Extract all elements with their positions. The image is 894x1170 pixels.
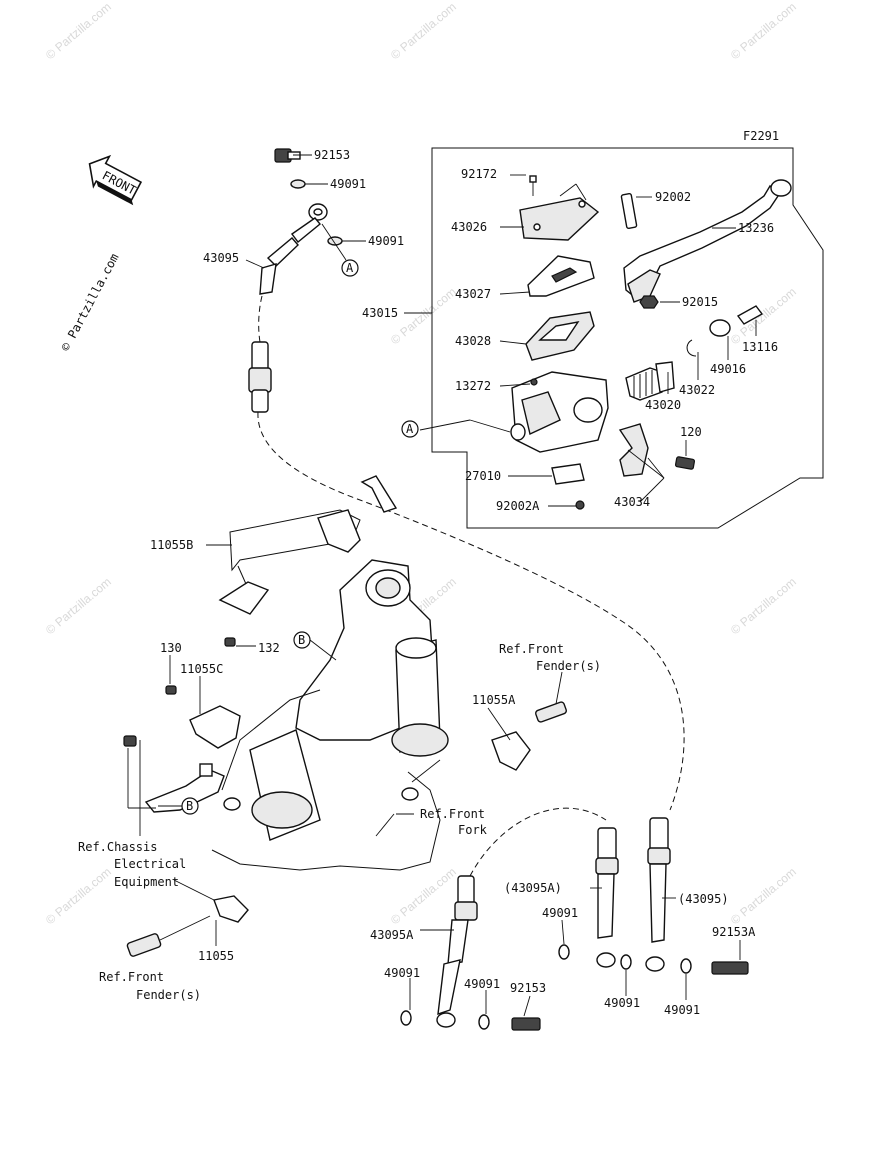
ref-front-fender-bot-line2: Fender(s) [136, 988, 201, 1002]
label-43095A-paren: (43095A) [504, 881, 562, 895]
watermark-1: © Partzilla.com [43, 0, 114, 62]
ref-a-box-text: A [406, 422, 414, 436]
label-11055C: 11055C [180, 662, 223, 676]
label-49091-b: 49091 [368, 234, 404, 248]
label-13272: 13272 [455, 379, 491, 393]
ref-bubble-b-left: B [181, 797, 199, 815]
watermark-2: © Partzilla.com [388, 0, 459, 62]
label-13236: 13236 [738, 221, 774, 235]
label-43034: 43034 [614, 495, 650, 509]
label-43028: 43028 [455, 334, 491, 348]
ref-front-fender-bot-line1: Ref.Front [99, 970, 164, 984]
watermark-8: © Partzilla.com [728, 575, 799, 638]
label-120: 120 [680, 425, 702, 439]
label-49091-a: 49091 [330, 177, 366, 191]
label-43020: 43020 [645, 398, 681, 412]
label-92172: 92172 [461, 167, 497, 181]
label-49091-g: 49091 [664, 1003, 700, 1017]
label-43095A-bl: 43095A [370, 928, 414, 942]
ref-b-fork-text: B [298, 633, 305, 647]
label-92002: 92002 [655, 190, 691, 204]
label-43015: 43015 [362, 306, 398, 320]
master-cylinder-group-outline [431, 147, 824, 529]
leader-lines [127, 154, 757, 1017]
ref-chassis-line2: Electrical [114, 857, 186, 871]
fork-and-handlebar [211, 475, 449, 871]
label-130: 130 [160, 641, 182, 655]
label-11055: 11055 [198, 949, 234, 963]
ref-b-left-text: B [186, 799, 193, 813]
watermark-10: © Partzilla.com [388, 865, 459, 928]
label-43026: 43026 [451, 220, 487, 234]
label-43095-top: 43095 [203, 251, 239, 265]
label-43022: 43022 [679, 383, 715, 397]
label-92015: 92015 [682, 295, 718, 309]
ref-chassis-line1: Ref.Chassis [78, 840, 157, 854]
ref-bubble-a-box: A [401, 420, 419, 438]
part-labels: 92153 49091 49091 43095 43015 92172 4302… [150, 148, 778, 1017]
ref-a-top-text: A [346, 261, 354, 275]
label-43027: 43027 [455, 287, 491, 301]
label-92153-b: 92153 [510, 981, 546, 995]
figure-code: F2291 [743, 129, 779, 143]
ref-front-fender-top-line2: Fender(s) [536, 659, 601, 673]
watermark-11: © Partzilla.com [728, 865, 799, 928]
master-cylinder [510, 175, 792, 510]
reference-notes: Ref.Front Fender(s) Ref.Front Fork Ref.C… [78, 642, 601, 1002]
ref-front-fender-top-line1: Ref.Front [499, 642, 564, 656]
watermark-9: © Partzilla.com [43, 865, 114, 928]
label-49091-c: 49091 [542, 906, 578, 920]
ref-bubble-a-top: A [341, 259, 359, 277]
ref-bubble-b-fork: B [293, 631, 311, 649]
watermark-3: © Partzilla.com [728, 0, 799, 62]
label-49091-f: 49091 [604, 996, 640, 1010]
label-11055B: 11055B [150, 538, 193, 552]
lower-hoses [400, 807, 749, 1031]
label-43095-paren: (43095) [678, 892, 729, 906]
watermark-6: © Partzilla.com [43, 575, 114, 638]
label-92153A: 92153A [712, 925, 756, 939]
front-arrow-icon: FRONT [88, 154, 143, 206]
label-92153-top: 92153 [314, 148, 350, 162]
upper-hose-assembly [248, 148, 343, 413]
hose-clamps-left [123, 637, 568, 957]
ref-front-fork-line2: Fork [458, 823, 488, 837]
label-13116: 13116 [742, 340, 778, 354]
label-132: 132 [258, 641, 280, 655]
label-49091-d: 49091 [384, 966, 420, 980]
ref-front-fork-line1: Ref.Front [420, 807, 485, 821]
watermark-4: © Partzilla.com [388, 285, 459, 348]
label-49016: 49016 [710, 362, 746, 376]
label-49091-e: 49091 [464, 977, 500, 991]
ref-chassis-line3: Equipment [114, 875, 179, 889]
label-27010: 27010 [465, 469, 501, 483]
side-watermark: © Partzilla.com [58, 251, 121, 353]
label-11055A: 11055A [472, 693, 516, 707]
upper-brake-hose-line [257, 295, 685, 811]
label-92002A: 92002A [496, 499, 540, 513]
